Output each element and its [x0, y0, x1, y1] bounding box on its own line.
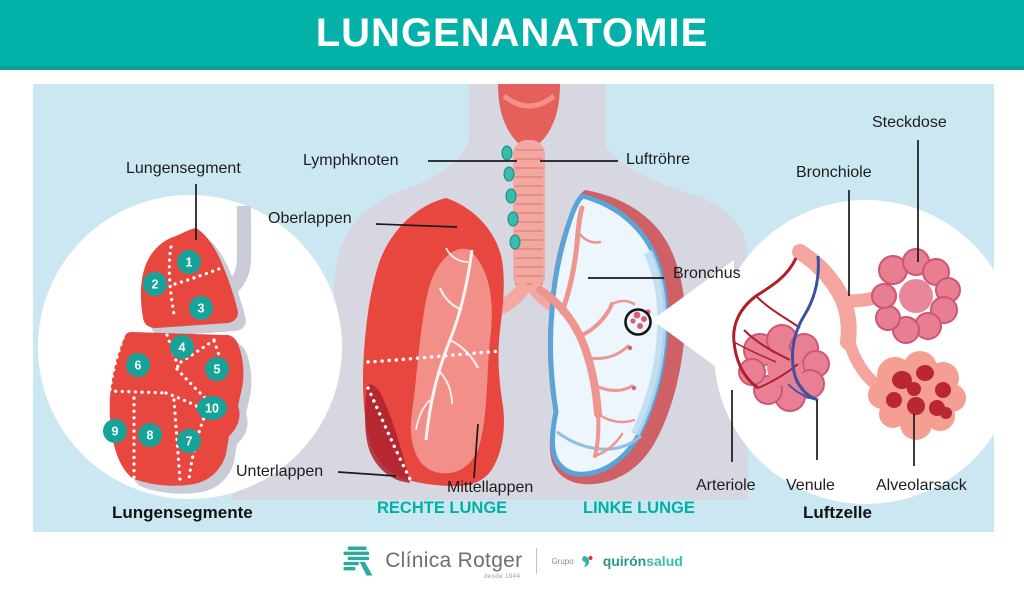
label-bronchiole: Bronchiole	[796, 164, 872, 181]
label-venule: Venule	[786, 477, 835, 494]
arteriole-vessel	[732, 257, 801, 390]
svg-text:3: 3	[198, 302, 205, 316]
clinic-since: desde 1944	[484, 574, 521, 580]
label-mittellappen: Mittellappen	[447, 479, 534, 496]
left-lung	[536, 190, 686, 485]
svg-text:8: 8	[147, 429, 154, 443]
venule-vessel	[787, 255, 820, 402]
clinic-name-text: Clínica Rotger	[385, 549, 523, 572]
right-lung-bronchial-tree	[415, 247, 479, 441]
right-lung-fissures	[366, 349, 502, 485]
callout-wedge	[652, 260, 734, 380]
brand-quiron: quirón	[602, 553, 647, 569]
label-lymphknoten: Lymphknoten	[303, 152, 399, 169]
page-title: LUNGENANATOMIE	[315, 11, 709, 55]
label-unterlappen: Unterlappen	[236, 463, 324, 480]
lymph-nodes	[501, 145, 521, 250]
group-label: Grupo	[551, 556, 574, 566]
caption-lungensegmente: Lungensegmente	[112, 503, 253, 522]
caption-linke-lunge: LINKE LUNGE	[583, 499, 695, 517]
label-alveolarsack: Alveolarsack	[876, 477, 967, 494]
alveolarsack-cluster	[868, 351, 966, 440]
left-lung-bronchial-tree	[536, 205, 636, 458]
brand-salud: salud	[646, 553, 683, 569]
svg-text:7: 7	[186, 435, 193, 449]
footer-divider	[536, 548, 538, 574]
svg-text:9: 9	[112, 425, 119, 439]
alveoli-dots	[627, 309, 651, 391]
clinica-rotger-logo-icon	[343, 546, 373, 576]
label-bronchus: Bronchus	[673, 265, 741, 282]
svg-text:5: 5	[214, 363, 221, 377]
label-lungensegment: Lungensegment	[126, 160, 241, 177]
label-lines	[195, 140, 919, 479]
right-lung-inner	[410, 248, 492, 474]
svg-text:4: 4	[179, 341, 186, 355]
svg-text:2: 2	[152, 278, 159, 292]
segments-circle: 1 2 3 4 5 6 7 8 9 10	[38, 195, 342, 499]
alveoli-cluster-upper	[871, 248, 961, 344]
quironsalud-wordmark: quirónsalud	[603, 553, 683, 569]
label-oberlappen: Oberlappen	[268, 210, 352, 227]
label-luftroehre: Luftröhre	[626, 151, 691, 168]
caption-luftzelle: Luftzelle	[803, 503, 872, 522]
footer: Clínica Rotger desde 1944 Grupo quirónsa…	[0, 538, 1024, 584]
quironsalud-logo-icon	[581, 555, 593, 567]
larynx-band	[502, 93, 556, 109]
svg-text:1: 1	[186, 256, 193, 270]
label-arteriole: Arteriole	[696, 477, 756, 494]
alveoli-cluster-left	[732, 255, 830, 412]
bronchus-highlight-circle	[624, 308, 652, 336]
svg-text:6: 6	[135, 359, 142, 373]
alveoli-circle	[714, 200, 994, 504]
right-lung	[363, 198, 504, 486]
label-steckdose: Steckdose	[872, 114, 947, 131]
clinic-name: Clínica Rotger desde 1944	[385, 549, 523, 580]
svg-text:10: 10	[205, 402, 219, 416]
caption-rechte-lunge: RECHTE LUNGE	[377, 499, 508, 517]
segment-upper-lobe	[140, 228, 238, 328]
header-bar: LUNGENANATOMIE	[0, 0, 1024, 70]
segment-badges: 1 2 3 4 5 6 7 8 9 10	[103, 250, 229, 453]
